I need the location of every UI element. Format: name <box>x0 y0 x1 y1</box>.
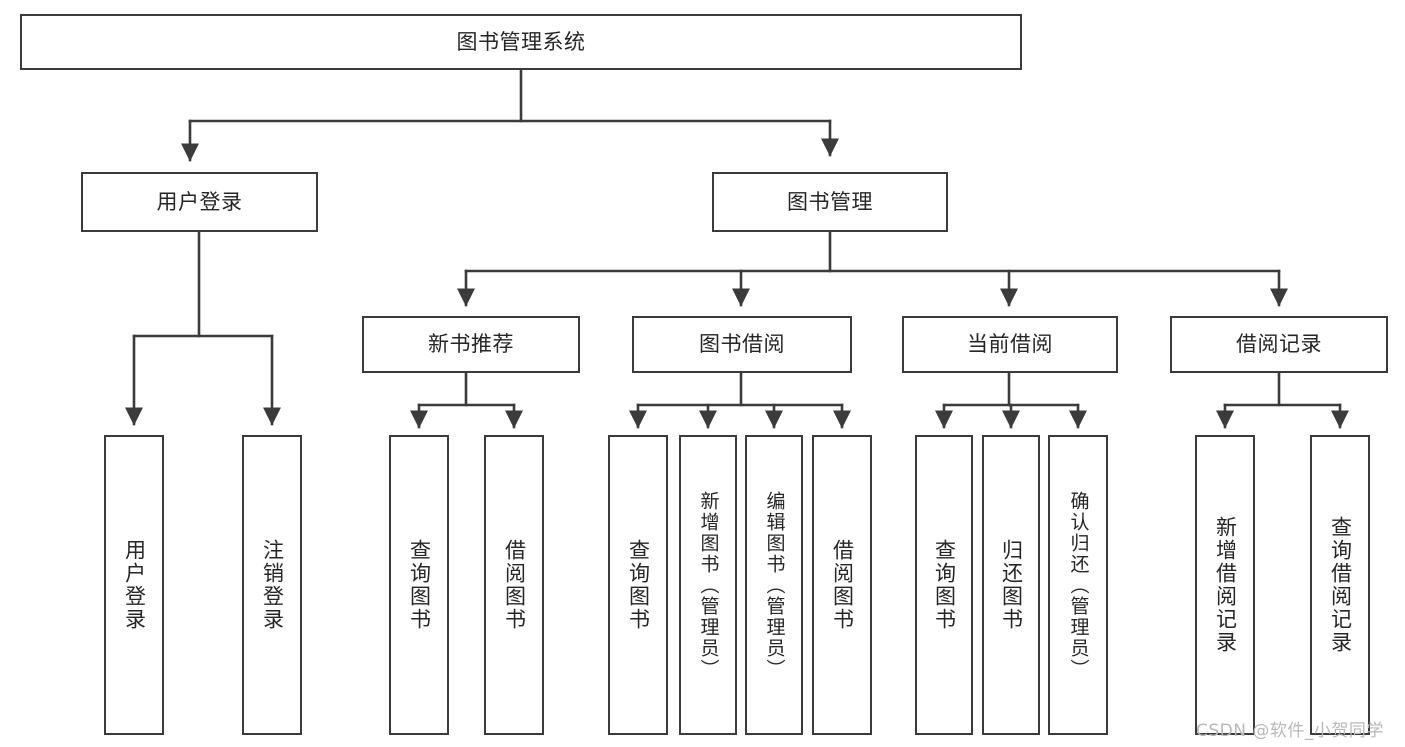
node-new-book-recommend[interactable]: 新书推荐 <box>362 316 580 373</box>
node-leaf-user-login-label: 用户登录 <box>122 539 147 631</box>
node-leaf-query-record-label: 查询借阅记录 <box>1328 516 1353 654</box>
node-book-manage[interactable]: 图书管理 <box>712 172 948 232</box>
node-leaf-query-record[interactable]: 查询借阅记录 <box>1310 435 1370 735</box>
node-leaf-borrow-book-2-label: 借阅图书 <box>830 539 855 631</box>
node-leaf-query-book-3-label: 查询图书 <box>932 539 957 631</box>
node-leaf-edit-book[interactable]: 编辑图书（管理员） <box>745 435 803 735</box>
node-leaf-add-record-label: 新增借阅记录 <box>1213 516 1238 654</box>
connector-root-to-bus <box>188 68 832 123</box>
node-leaf-query-book-3[interactable]: 查询图书 <box>915 435 973 735</box>
connector-borrow-record-to-bus <box>1223 371 1342 407</box>
node-leaf-add-book-label: 新增图书（管理员） <box>697 490 720 680</box>
node-leaf-query-book-1-label: 查询图书 <box>407 539 432 631</box>
node-leaf-return-book[interactable]: 归还图书 <box>982 435 1040 735</box>
node-leaf-query-book-2-label: 查询图书 <box>626 539 651 631</box>
node-leaf-edit-book-label: 编辑图书（管理员） <box>763 490 786 680</box>
node-root-label: 图书管理系统 <box>456 29 586 54</box>
connector-book-borrow-to-bus <box>636 371 844 407</box>
node-user-login-label: 用户登录 <box>156 189 243 214</box>
connector-new-book-recommend-to-bus <box>417 371 516 407</box>
node-borrow-record-label: 借阅记录 <box>1236 332 1322 357</box>
node-leaf-query-book-1[interactable]: 查询图书 <box>389 435 449 735</box>
node-user-login[interactable]: 用户登录 <box>81 172 318 232</box>
node-book-manage-label: 图书管理 <box>787 189 873 214</box>
node-leaf-confirm-return-label: 确认归还（管理员） <box>1067 490 1090 680</box>
node-leaf-add-record[interactable]: 新增借阅记录 <box>1195 435 1255 735</box>
node-leaf-user-logout-label: 注销登录 <box>260 539 285 631</box>
node-book-borrow-label: 图书借阅 <box>699 332 785 357</box>
node-current-borrow-label: 当前借阅 <box>967 332 1053 357</box>
node-leaf-borrow-book-1[interactable]: 借阅图书 <box>484 435 544 735</box>
node-borrow-record[interactable]: 借阅记录 <box>1170 316 1388 373</box>
node-root[interactable]: 图书管理系统 <box>20 14 1022 70</box>
node-leaf-borrow-book-2[interactable]: 借阅图书 <box>812 435 872 735</box>
node-leaf-add-book[interactable]: 新增图书（管理员） <box>679 435 737 735</box>
connector-book-manage-to-bus <box>464 230 1281 273</box>
node-leaf-return-book-label: 归还图书 <box>999 539 1024 631</box>
node-leaf-user-logout[interactable]: 注销登录 <box>242 435 302 735</box>
node-book-borrow[interactable]: 图书借阅 <box>632 316 852 373</box>
connector-user-login-to-bus <box>132 230 274 338</box>
node-leaf-query-book-2[interactable]: 查询图书 <box>608 435 668 735</box>
connector-current-borrow-to-bus <box>942 371 1080 407</box>
node-new-book-recommend-label: 新书推荐 <box>428 332 514 357</box>
node-leaf-borrow-book-1-label: 借阅图书 <box>502 539 527 631</box>
node-leaf-user-login[interactable]: 用户登录 <box>104 435 164 735</box>
node-leaf-confirm-return[interactable]: 确认归还（管理员） <box>1048 435 1108 735</box>
node-current-borrow[interactable]: 当前借阅 <box>902 316 1118 373</box>
csdn-watermark: CSDN @软件_小贺同学 <box>1196 721 1384 741</box>
